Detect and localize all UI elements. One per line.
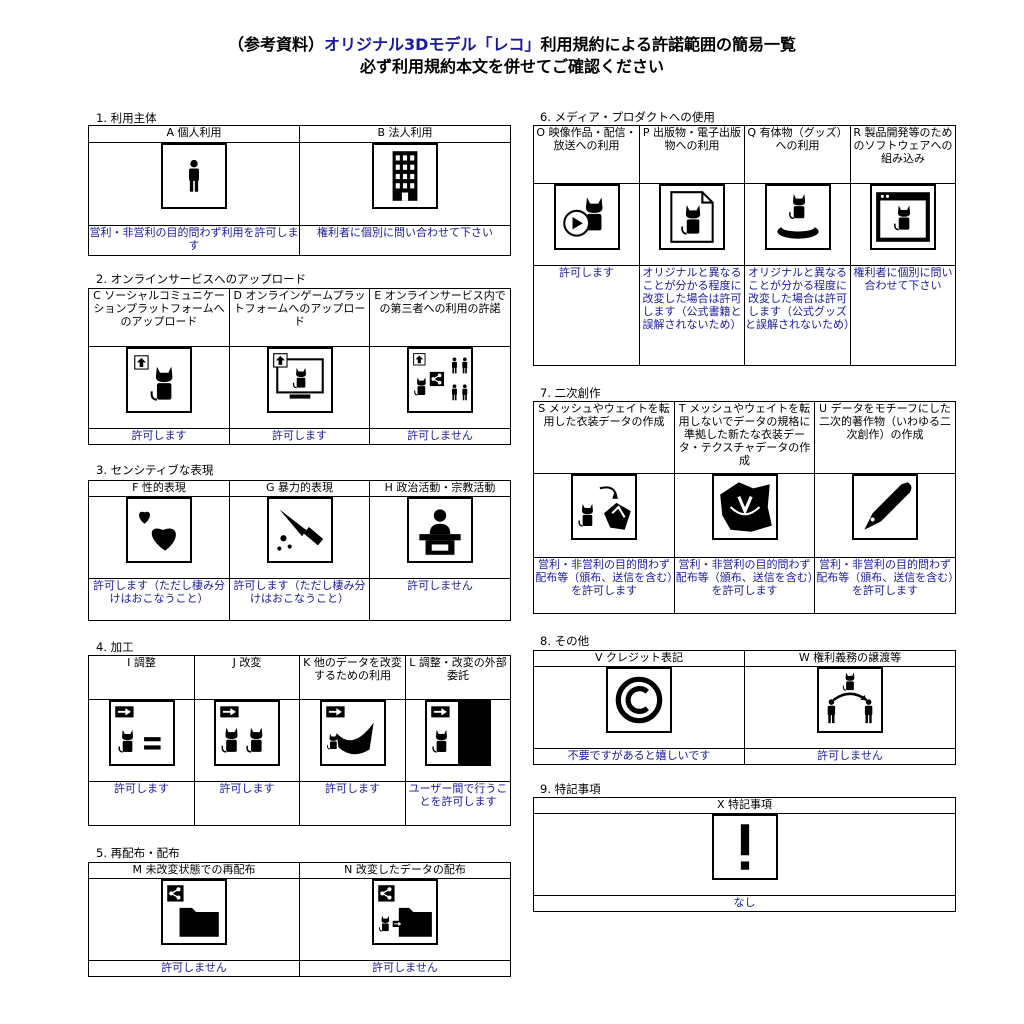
section-5-table: M 未改変状態での再配布 N 改変したデータの配布 許可しません 許可しません bbox=[88, 862, 511, 977]
cell-a-caption: 営利・非営利の目的問わず利用を許可します bbox=[88, 225, 300, 256]
cell-j-head: J 改変 bbox=[194, 655, 300, 700]
section-7-label: 7. 二次創作 bbox=[540, 386, 601, 400]
cell-h-head: H 政治活動・宗教活動 bbox=[369, 480, 511, 497]
section-7-table: S メッシュやウェイトを転用した衣装データの作成 T メッシュやウェイトを転用し… bbox=[533, 401, 956, 614]
cell-p-head: P 出版物・電子出版物への利用 bbox=[639, 125, 745, 184]
transfer-icon bbox=[817, 667, 883, 733]
cell-c-caption: 許可します bbox=[88, 428, 230, 445]
cell-n-caption: 許可しません bbox=[299, 960, 511, 977]
cell-o-caption: 許可します bbox=[533, 265, 640, 366]
share-folder-cat-icon bbox=[161, 879, 227, 945]
adjust-cat-equal-icon bbox=[108, 700, 175, 766]
cell-q-caption: オリジナルと異なることが分かる程度に改変した場合は許可します（公式グッズと誤解さ… bbox=[744, 265, 855, 366]
cell-u-caption: 営利・非営利の目的問わず配布等（頒布、送信を含む）を許可します bbox=[814, 557, 956, 614]
cell-c-head: C ソーシャルコミュニケーションプラットフォームへのアップロード bbox=[88, 288, 230, 347]
section-9-label: 9. 特記事項 bbox=[540, 782, 601, 796]
cell-t-caption: 営利・非営利の目的問わず配布等（頒布、送信を含む）を許可します bbox=[674, 557, 815, 614]
costume-icon bbox=[711, 474, 778, 540]
copyright-icon bbox=[606, 667, 672, 733]
share-modified-icon bbox=[372, 879, 438, 945]
cell-v-head: V クレジット表記 bbox=[533, 650, 745, 667]
cell-s-head: S メッシュやウェイトを転用した衣装データの作成 bbox=[533, 401, 675, 474]
cell-p-caption: オリジナルと異なることが分かる程度に改変した場合は許可します（公式書籍と誤解され… bbox=[639, 265, 745, 366]
section-6-table: O 映像作品・配信・放送への利用 P 出版物・電子出版物への利用 Q 有体物（グ… bbox=[533, 125, 956, 366]
cell-g-caption: 許可します（ただし棲み分けはおこなうこと） bbox=[229, 578, 370, 621]
section-5-label: 5. 再配布・配布 bbox=[96, 846, 180, 860]
modify-cat-icon bbox=[214, 700, 280, 766]
building-icon bbox=[372, 143, 438, 209]
cell-i-caption: 許可します bbox=[88, 781, 195, 826]
section-8-table: V クレジット表記 W 権利義務の譲渡等 不要ですがあると嬉しいです 許可しませ… bbox=[533, 650, 956, 765]
cell-n-head: N 改変したデータの配布 bbox=[299, 862, 511, 879]
pen-nib-icon bbox=[852, 474, 918, 540]
cat-to-costume-icon bbox=[571, 474, 637, 540]
cell-f-head: F 性的表現 bbox=[88, 480, 230, 497]
cell-w-head: W 権利義務の譲渡等 bbox=[744, 650, 956, 667]
title-accent: オリジナル3Dモデル「レコ」 bbox=[324, 35, 541, 54]
cell-w-caption: 許可しません bbox=[744, 748, 956, 765]
cell-e-caption: 許可しません bbox=[369, 428, 511, 445]
cell-g-head: G 暴力的表現 bbox=[229, 480, 370, 497]
cell-r-caption: 権利者に個別に問い合わせて下さい bbox=[850, 265, 956, 366]
section-1-table: A 個人利用 B 法人利用 営利・非営利の目的問わず利用を許可します 権利者に個… bbox=[88, 125, 511, 256]
section-9-table: X 特記事項 なし bbox=[533, 797, 956, 912]
video-play-cat-icon bbox=[553, 184, 620, 250]
cell-s-caption: 営利・非営利の目的問わず配布等（頒布、送信を含む）を許可します bbox=[533, 557, 675, 614]
cell-x-head: X 特記事項 bbox=[533, 797, 956, 814]
knife-icon bbox=[266, 497, 333, 563]
cell-r-head: R 製品開発等のためのソフトウェアへの組み込み bbox=[850, 125, 956, 184]
title-line-1: （参考資料）オリジナル3Dモデル「レコ」利用規約による許諾範囲の簡易一覧 bbox=[0, 34, 1024, 56]
title-suffix: 利用規約による許諾範囲の簡易一覧 bbox=[540, 35, 796, 54]
cell-d-caption: 許可します bbox=[229, 428, 370, 445]
section-2-table: C ソーシャルコミュニケーションプラットフォームへのアップロード D オンライン… bbox=[88, 288, 511, 445]
upload-cat-icon bbox=[126, 347, 192, 413]
cell-l-caption: ユーザー間で行うことを許可します bbox=[405, 781, 511, 826]
cell-b-caption: 権利者に個別に問い合わせて下さい bbox=[299, 225, 511, 256]
cell-d-head: D オンラインゲームプラットフォームへのアップロード bbox=[229, 288, 370, 347]
cell-f-caption: 許可します（ただし棲み分けはおこなうこと） bbox=[88, 578, 230, 621]
share-to-users-icon bbox=[407, 347, 473, 413]
cell-o-head: O 映像作品・配信・放送への利用 bbox=[533, 125, 640, 184]
cell-b-head: B 法人利用 bbox=[299, 125, 511, 143]
cell-k-head: K 他のデータを改変するための利用 bbox=[299, 655, 406, 700]
document-cat-icon bbox=[659, 184, 725, 250]
cell-x-caption: なし bbox=[533, 895, 956, 912]
cell-v-caption: 不要ですがあると嬉しいです bbox=[533, 748, 745, 765]
cell-a-head: A 個人利用 bbox=[88, 125, 300, 143]
cell-h-caption: 許可しません bbox=[369, 578, 511, 621]
cell-q-head: Q 有体物（グッズ）への利用 bbox=[744, 125, 851, 184]
person-icon bbox=[161, 143, 227, 209]
cell-m-caption: 許可しません bbox=[88, 960, 300, 977]
cell-m-head: M 未改変状態での再配布 bbox=[88, 862, 300, 879]
section-3-label: 3. センシティブな表現 bbox=[96, 463, 214, 477]
cell-i-head: I 調整 bbox=[88, 655, 195, 700]
section-1-label: 1. 利用主体 bbox=[96, 111, 157, 125]
section-6-label: 6. メディア・プロダクトへの使用 bbox=[540, 110, 715, 124]
cell-l-head: L 調整・改変の外部委託 bbox=[405, 655, 511, 700]
outsource-icon bbox=[425, 700, 491, 766]
section-2-label: 2. オンラインサービスへのアップロード bbox=[96, 272, 307, 286]
upload-monitor-cat-icon bbox=[266, 347, 333, 413]
cat-to-other-data-icon bbox=[319, 700, 386, 766]
title-prefix: （参考資料） bbox=[228, 35, 325, 54]
page-title: （参考資料）オリジナル3Dモデル「レコ」利用規約による許諾範囲の簡易一覧 必ず利… bbox=[0, 34, 1024, 78]
figure-stand-cat-icon bbox=[764, 184, 831, 250]
cell-j-caption: 許可します bbox=[194, 781, 300, 826]
cell-t-head: T メッシュやウェイトを転用しないでデータの規格に準拠した新たな衣装データ・テク… bbox=[674, 401, 815, 474]
window-cat-icon bbox=[870, 184, 936, 250]
section-4-label: 4. 加工 bbox=[96, 640, 134, 654]
cell-k-caption: 許可します bbox=[299, 781, 406, 826]
section-3-table: F 性的表現 G 暴力的表現 H 政治活動・宗教活動 許可します（ただし棲み分け… bbox=[88, 480, 511, 621]
podium-speaker-icon bbox=[407, 497, 473, 563]
section-8-label: 8. その他 bbox=[540, 634, 590, 648]
exclamation-icon bbox=[711, 814, 778, 880]
section-4-table: I 調整 J 改変 K 他のデータを改変するための利用 L 調整・改変の外部委託… bbox=[88, 655, 511, 826]
cell-u-head: U データをモチーフにした二次的著作物（いわゆる二次創作）の作成 bbox=[814, 401, 956, 474]
title-line-2: 必ず利用規約本文を併せてご確認ください bbox=[359, 57, 664, 76]
hearts-icon bbox=[126, 497, 192, 563]
cell-e-head: E オンラインサービス内での第三者への利用の許諾 bbox=[369, 288, 511, 347]
